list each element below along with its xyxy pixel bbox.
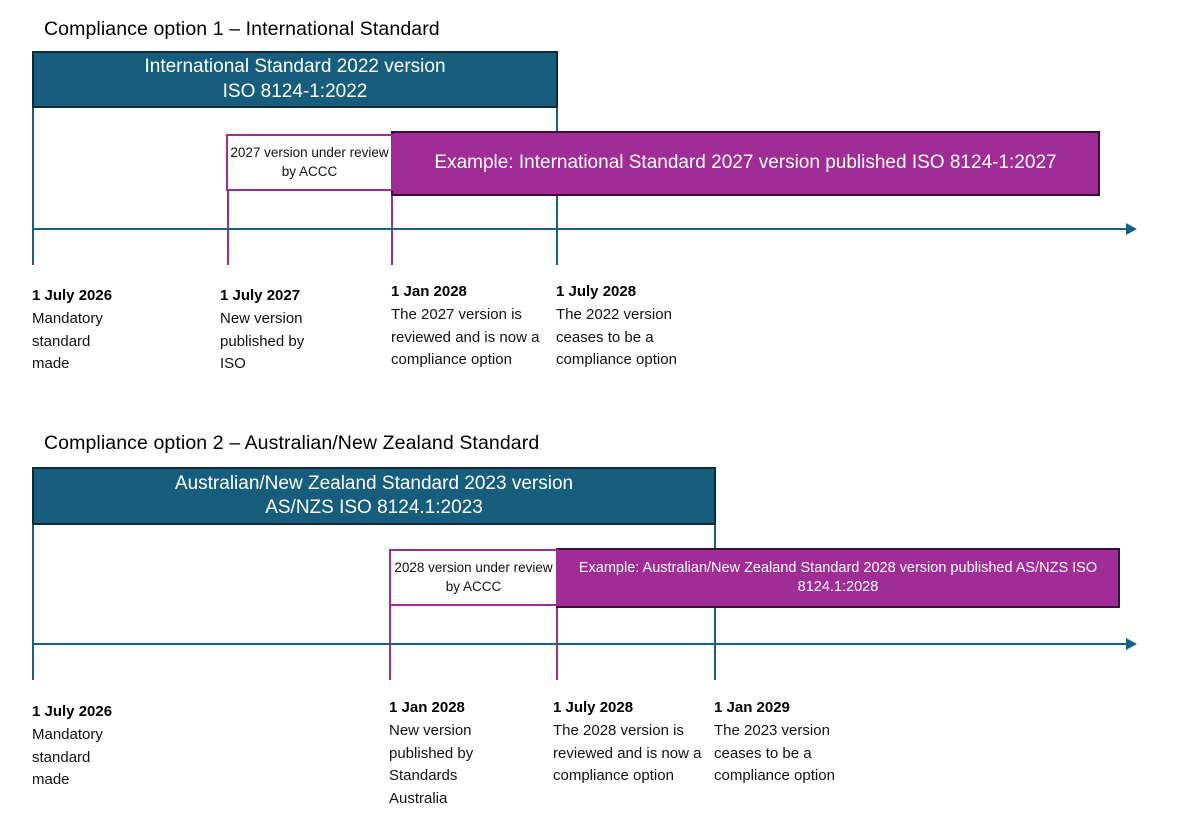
section-2-example-bar: Example: Australian/New Zealand Standard… <box>556 548 1120 608</box>
section-1-review-line2: review by ACCC <box>281 144 389 179</box>
section-2-axis-arrow-icon <box>1126 638 1137 650</box>
section-2-milestone-2-desc: New version published by Standards Austr… <box>389 722 474 807</box>
section-1-milestone-4-date: 1 July 2028 <box>556 283 637 300</box>
section-1-milestone-3-desc: The 2027 version is reviewed and is now … <box>391 306 540 369</box>
section-2-milestone-4: 1 Jan 2029 The 2023 version ceases to be… <box>714 698 864 788</box>
section-1-milestone-1: 1 July 2026 Mandatory standard made <box>32 286 192 376</box>
section-1-standard-line2: ISO 8124-1:2022 <box>222 80 368 102</box>
section-1-example-bar: Example: International Standard 2027 ver… <box>391 131 1100 196</box>
section-2-milestone-3-desc: The 2028 version is reviewed and is now … <box>553 722 702 785</box>
section-2-title: Compliance option 2 – Australian/New Zea… <box>44 432 540 454</box>
section-1-milestone-3-date: 1 Jan 2028 <box>391 283 467 300</box>
section-1-milestone-2: 1 July 2027 New version published by ISO <box>220 286 380 376</box>
section-1-review-box: 2027 version under review by ACCC <box>226 134 393 191</box>
section-2-milestone-2-date: 1 Jan 2028 <box>389 699 465 716</box>
section-2-standard-bar: Australian/New Zealand Standard 2023 ver… <box>32 467 716 525</box>
section-2-review-box: 2028 version under review by ACCC <box>389 549 558 606</box>
section-1-example-line1: Example: International Standard 2027 ver… <box>434 152 907 174</box>
section-1-milestone-1-date: 1 July 2026 <box>32 287 113 304</box>
section-1-gridline-2027 <box>227 134 229 265</box>
section-2-gridline-july2028 <box>556 549 558 680</box>
section-1-example-line2: ISO 8124-1:2027 <box>911 152 1057 174</box>
section-1-milestone-2-date: 1 July 2027 <box>220 287 301 304</box>
section-2-example-line1: Example: Australian/New Zealand Standard… <box>578 560 1013 577</box>
section-1-gridline-2026 <box>32 108 34 265</box>
section-2-milestone-4-date: 1 Jan 2029 <box>714 699 790 716</box>
section-2-gridline-2026 <box>32 525 34 680</box>
section-2-review-line1: 2028 version under <box>394 559 510 575</box>
section-1-milestone-2-desc: New version published by ISO <box>220 310 305 373</box>
section-2-milestone-1-desc: Mandatory standard made <box>32 726 103 789</box>
section-2-milestone-4-desc: The 2023 version ceases to be a complian… <box>714 722 835 785</box>
section-2-milestone-1: 1 July 2026 Mandatory standard made <box>32 702 192 792</box>
section-2-gridline-jan2028 <box>389 549 391 680</box>
section-1-axis <box>32 228 1128 230</box>
section-1-milestone-3: 1 Jan 2028 The 2027 version is reviewed … <box>391 282 556 372</box>
section-2-milestone-3-date: 1 July 2028 <box>553 699 634 716</box>
section-2-review-line2: review by ACCC <box>445 559 553 594</box>
section-2-example-line2: AS/NZS ISO 8124.1:2028 <box>797 560 1098 595</box>
section-2-standard-line1: Australian/New Zealand Standard 2023 ver… <box>174 472 574 494</box>
section-1-review-line1: 2027 version under <box>230 144 346 160</box>
section-1-milestone-4-desc: The 2022 version ceases to be a complian… <box>556 306 677 369</box>
section-2-axis <box>32 643 1128 645</box>
section-1-title: Compliance option 1 – International Stan… <box>44 18 440 40</box>
section-1-milestone-1-desc: Mandatory standard made <box>32 310 103 373</box>
section-1-standard-bar: International Standard 2022 version ISO … <box>32 51 558 108</box>
section-2-milestone-2: 1 Jan 2028 New version published by Stan… <box>389 698 549 810</box>
section-2-milestone-1-date: 1 July 2026 <box>32 703 113 720</box>
section-1-gridline-jan2028 <box>391 134 393 265</box>
section-2-milestone-3: 1 July 2028 The 2028 version is reviewed… <box>553 698 718 788</box>
section-1-standard-line1: International Standard 2022 version <box>144 56 446 78</box>
section-2-standard-line2: AS/NZS ISO 8124.1:2023 <box>265 497 483 518</box>
section-1-milestone-4: 1 July 2028 The 2022 version ceases to b… <box>556 282 706 372</box>
section-1-axis-arrow-icon <box>1126 223 1137 235</box>
